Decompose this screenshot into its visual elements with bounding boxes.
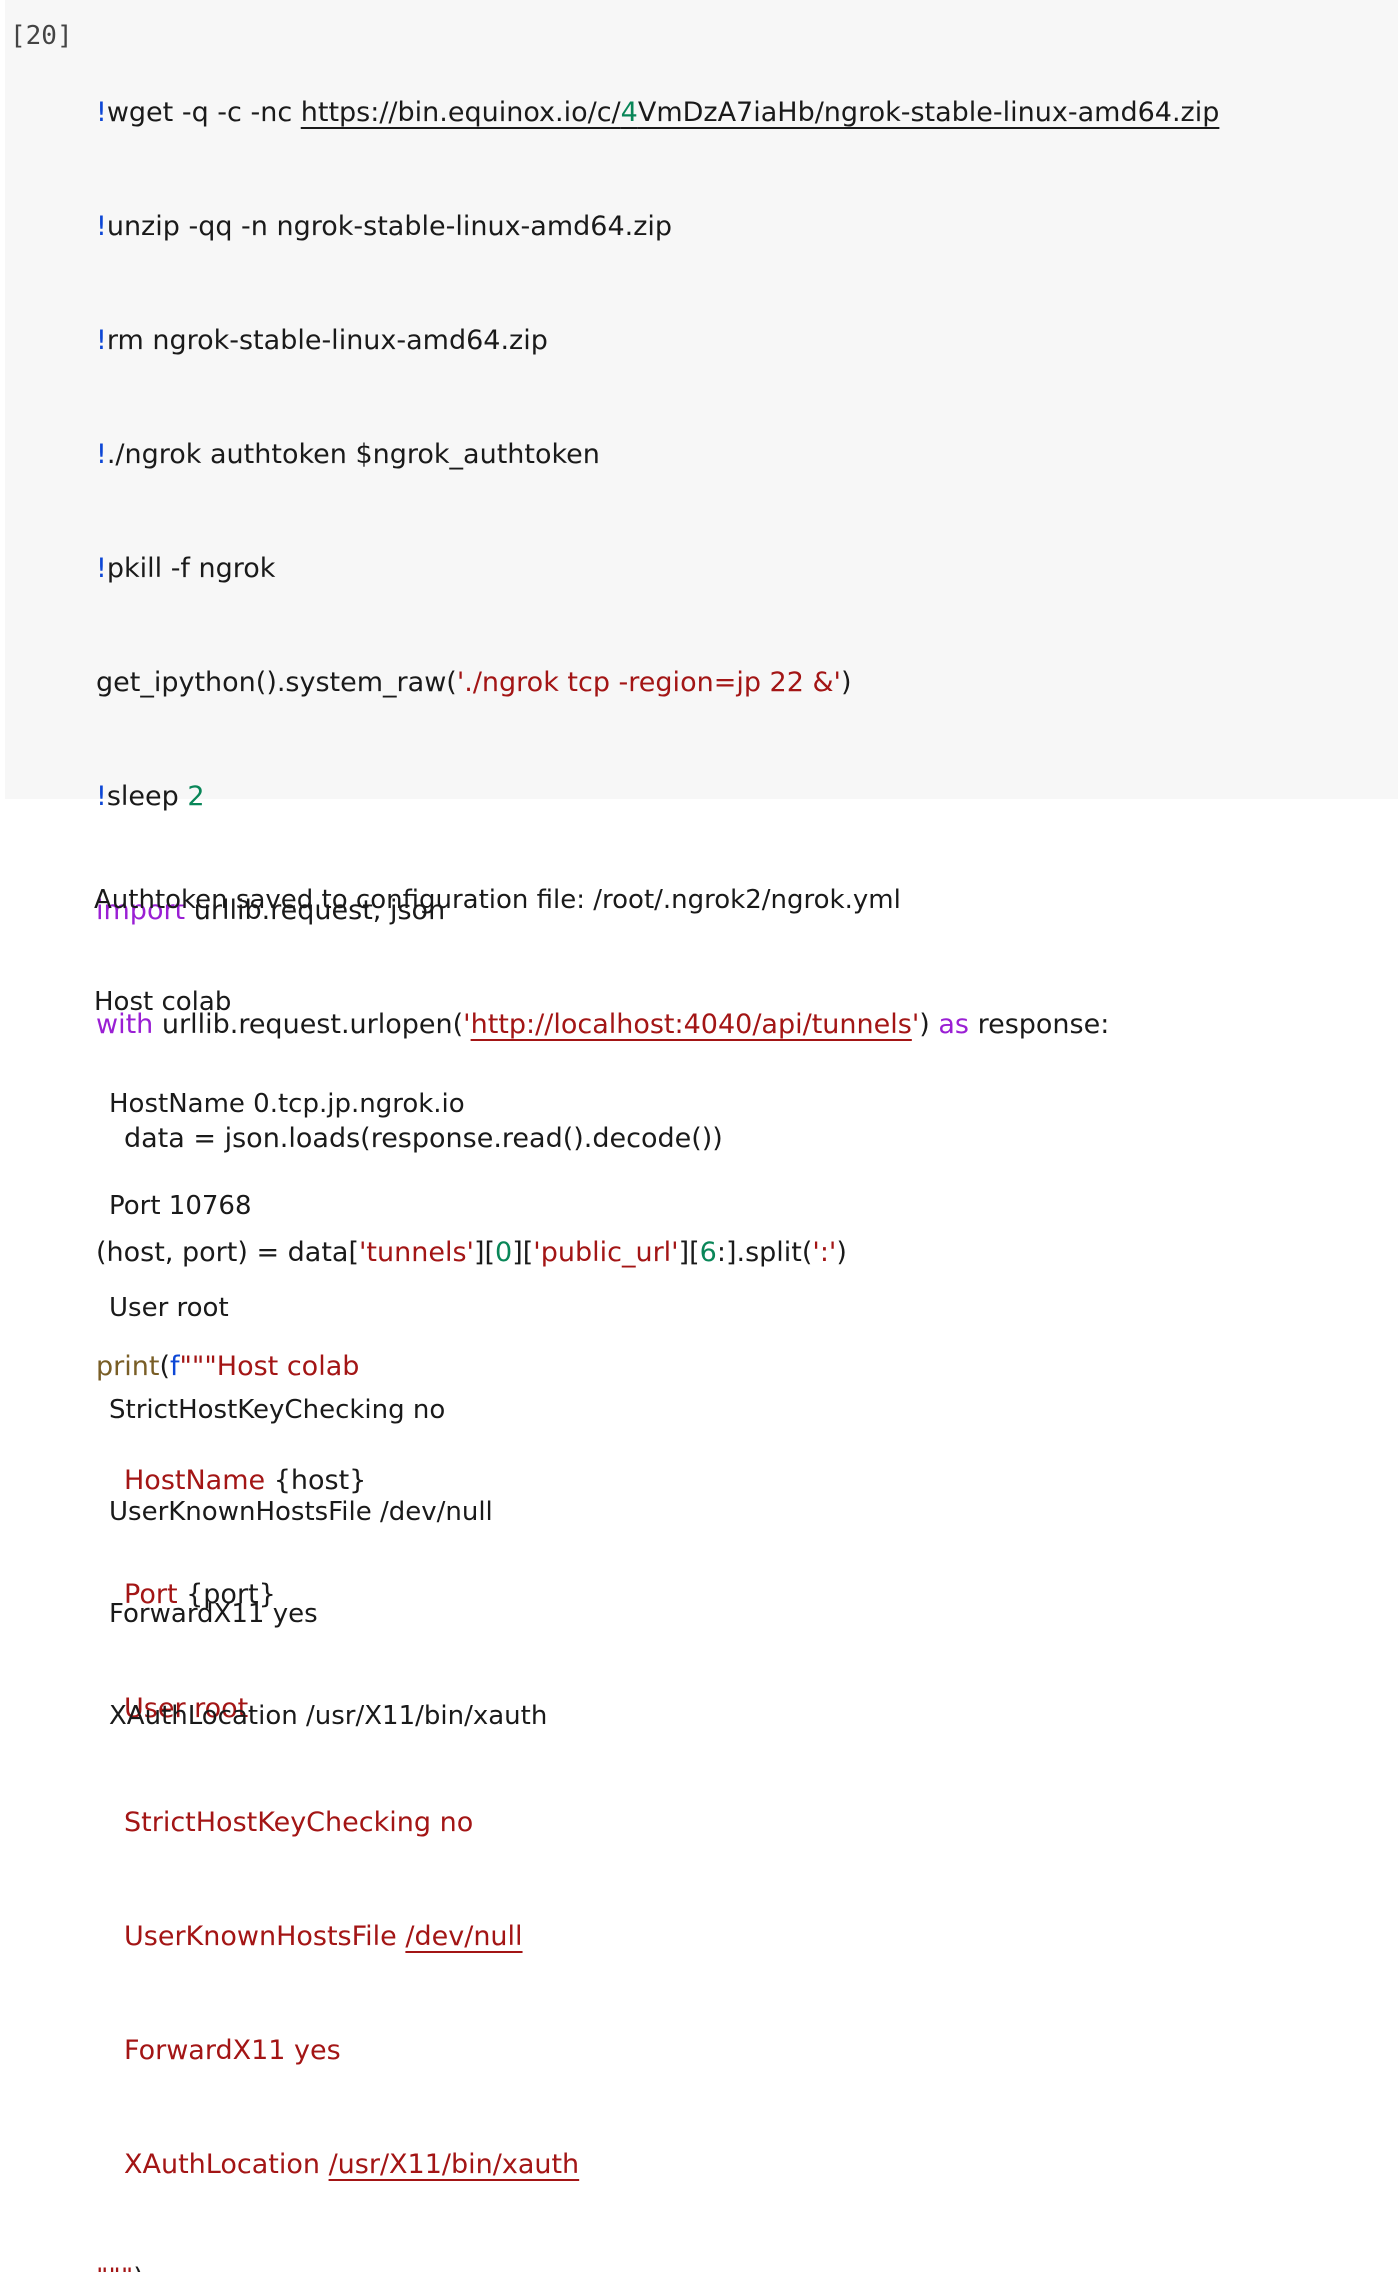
shell-bang: !	[96, 781, 107, 812]
number-literal: 2	[187, 781, 205, 812]
string-quote: '	[463, 1009, 471, 1040]
code-token: wget -q -c -nc	[106, 97, 301, 128]
output-text: UserKnownHostsFile /dev/null	[109, 1497, 493, 1527]
code-line-9: with urllib.request.urlopen('http://loca…	[96, 1006, 1219, 1044]
code-line-17: UserKnownHostsFile /dev/null	[96, 1918, 1219, 1956]
code-token: pkill -f ngrok	[106, 553, 276, 584]
code-token: response:	[969, 1009, 1110, 1040]
code-line-19: XAuthLocation /usr/X11/bin/xauth	[96, 2146, 1219, 2184]
code-token: urllib.request, json	[185, 895, 446, 926]
shell-bang: !	[96, 97, 107, 128]
string-literal: UserKnownHostsFile	[124, 1921, 406, 1952]
code-cell[interactable]	[5, 0, 1398, 799]
output-text: HostName 0.tcp.jp.ngrok.io	[109, 1089, 465, 1119]
download-url-link[interactable]: https://bin.equinox.io/c/4VmDzA7iaHb/ngr…	[301, 97, 1220, 128]
keyword: as	[938, 1009, 969, 1040]
code-line-3: !rm ngrok-stable-linux-amd64.zip	[96, 322, 1219, 360]
code-line-18: ForwardX11 yes	[96, 2032, 1219, 2070]
code-token: ./ngrok authtoken $ngrok_authtoken	[106, 439, 600, 470]
output-line-indented: Port 10768	[94, 1189, 901, 1223]
output-line-indented: StrictHostKeyChecking no	[94, 1393, 901, 1427]
code-line-5: !pkill -f ngrok	[96, 550, 1219, 588]
code-token: rm ngrok-stable-linux-amd64.zip	[106, 325, 548, 356]
output-line-indented: XAuthLocation /usr/X11/bin/xauth	[94, 1699, 901, 1733]
code-line-7: !sleep 2	[96, 778, 1219, 816]
string-literal: """	[96, 2263, 133, 2272]
code-token: )	[840, 667, 852, 698]
output-line-indented: ForwardX11 yes	[94, 1597, 901, 1631]
shell-bang: !	[96, 211, 107, 242]
xauth-path-link[interactable]: /usr/X11/bin/xauth	[328, 2149, 580, 2180]
output-line-indented: User root	[94, 1291, 901, 1325]
url-part: https://bin.equinox.io/c/	[300, 97, 621, 128]
output-line-indented: HostName 0.tcp.jp.ngrok.io	[94, 1087, 901, 1121]
string-literal: XAuthLocation	[124, 2149, 329, 2180]
code-token: get_ipython().system_raw(	[96, 667, 457, 698]
api-url-link[interactable]: http://localhost:4040/api/tunnels	[470, 1009, 912, 1040]
output-text: ForwardX11 yes	[109, 1599, 318, 1629]
code-line-8: import urllib.request, json	[96, 892, 1219, 930]
output-text: StrictHostKeyChecking no	[109, 1395, 446, 1425]
code-token: )	[133, 2263, 144, 2272]
cell-output: Authtoken saved to configuration file: /…	[94, 815, 901, 1767]
url-part: VmDzA7iaHb/ngrok-stable-linux-amd64.zip	[637, 97, 1220, 128]
output-line-indented: UserKnownHostsFile /dev/null	[94, 1495, 901, 1529]
code-line-4: !./ngrok authtoken $ngrok_authtoken	[96, 436, 1219, 474]
code-token: sleep	[106, 781, 188, 812]
dev-null-path-link[interactable]: /dev/null	[405, 1921, 523, 1952]
code-token: )	[919, 1009, 939, 1040]
url-number: 4	[620, 97, 638, 128]
code-token: urllib.request.urlopen(	[153, 1009, 464, 1040]
shell-bang: !	[96, 325, 107, 356]
output-text: User root	[109, 1293, 229, 1323]
keyword: with	[96, 1009, 154, 1040]
string-quote: '	[911, 1009, 920, 1040]
code-line-20: """)	[96, 2260, 1219, 2272]
output-text: XAuthLocation /usr/X11/bin/xauth	[109, 1701, 548, 1731]
code-line-1: !wget -q -c -nc https://bin.equinox.io/c…	[96, 94, 1219, 132]
code-line-2: !unzip -qq -n ngrok-stable-linux-amd64.z…	[96, 208, 1219, 246]
string-literal: StrictHostKeyChecking no	[124, 1807, 474, 1838]
code-token: unzip -qq -n ngrok-stable-linux-amd64.zi…	[106, 211, 673, 242]
output-text: Port 10768	[109, 1191, 252, 1221]
string-literal: ForwardX11 yes	[124, 2035, 341, 2066]
keyword: import	[96, 895, 186, 926]
output-line: Authtoken saved to configuration file: /…	[94, 885, 901, 915]
code-line-16: StrictHostKeyChecking no	[96, 1804, 1219, 1842]
code-line-6: get_ipython().system_raw('./ngrok tcp -r…	[96, 664, 1219, 702]
shell-bang: !	[96, 439, 107, 470]
shell-bang: !	[96, 553, 107, 584]
string-literal: './ngrok tcp -region=jp 22 &'	[456, 667, 841, 698]
output-line: Host colab	[94, 987, 232, 1017]
execution-count: [20]	[10, 21, 73, 51]
